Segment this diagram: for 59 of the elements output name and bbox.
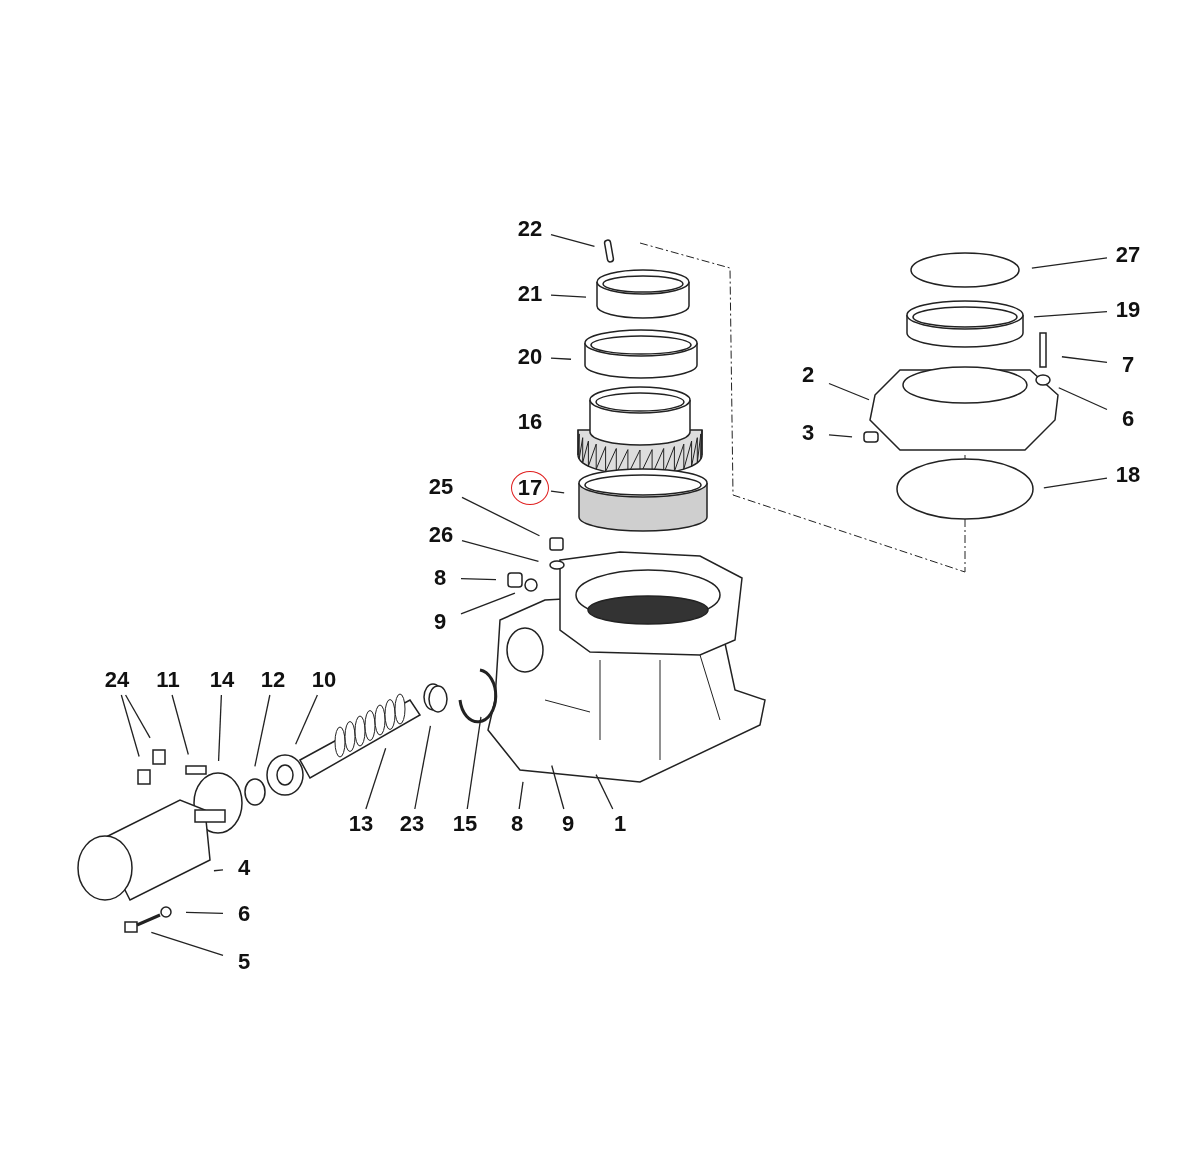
callout-number: 20	[511, 344, 549, 370]
leader-line	[460, 592, 516, 615]
leader-line	[414, 725, 432, 810]
leader-line	[551, 764, 565, 810]
callout-number: 6	[1109, 406, 1147, 432]
callout-number: 26	[422, 522, 460, 548]
leader-line	[466, 716, 482, 810]
callout-number: 2	[789, 362, 827, 388]
callout-number: 22	[511, 216, 549, 242]
callout-number: 5	[225, 949, 263, 975]
leader-line	[550, 490, 565, 494]
leader-line	[213, 869, 224, 872]
callout-number: 19	[1109, 297, 1147, 323]
leader-line	[1043, 477, 1108, 489]
leader-line	[124, 694, 151, 739]
callout-number: 3	[789, 420, 827, 446]
leader-line	[461, 496, 541, 537]
leader-line	[828, 434, 853, 438]
callout-number: 10	[305, 667, 343, 693]
callout-number: 6	[225, 901, 263, 927]
leader-line	[595, 773, 614, 810]
callout-number: 18	[1109, 462, 1147, 488]
callout-number: 14	[203, 667, 241, 693]
callout-number: 1	[601, 811, 639, 837]
callout-number: 24	[98, 667, 136, 693]
leader-line	[828, 382, 870, 401]
leader-line	[461, 540, 540, 562]
leader-line	[120, 694, 140, 758]
leader-line	[550, 294, 587, 298]
callout-number: 16	[516, 409, 544, 435]
callout-number: 21	[511, 281, 549, 307]
leader-line	[171, 694, 189, 756]
callout-number: 12	[254, 667, 292, 693]
leader-line	[1033, 310, 1108, 318]
callout-number: 9	[421, 609, 459, 635]
callout-number: 4	[225, 855, 263, 881]
callout-number: 8	[498, 811, 536, 837]
leader-line	[295, 694, 319, 745]
callout-number: 9	[549, 811, 587, 837]
callout-number: 15	[446, 811, 484, 837]
leader-line	[185, 911, 224, 915]
leader-line	[254, 694, 271, 767]
leader-line	[1061, 356, 1108, 364]
callout-number: 8	[421, 565, 459, 591]
leader-line	[365, 747, 387, 810]
leader-line	[1058, 387, 1108, 411]
leader-line	[150, 931, 224, 956]
leader-line	[518, 781, 524, 810]
callout-number: 25	[422, 474, 460, 500]
callout-number: 7	[1109, 352, 1147, 378]
leader-line	[1031, 257, 1108, 269]
callout-number: 23	[393, 811, 431, 837]
leader-line	[550, 357, 572, 360]
leader-line	[460, 577, 497, 581]
leader-line	[217, 694, 222, 762]
leader-line	[550, 234, 596, 247]
callout-number: 27	[1109, 242, 1147, 268]
callout-number: 13	[342, 811, 380, 837]
callout-number: 11	[149, 667, 187, 693]
